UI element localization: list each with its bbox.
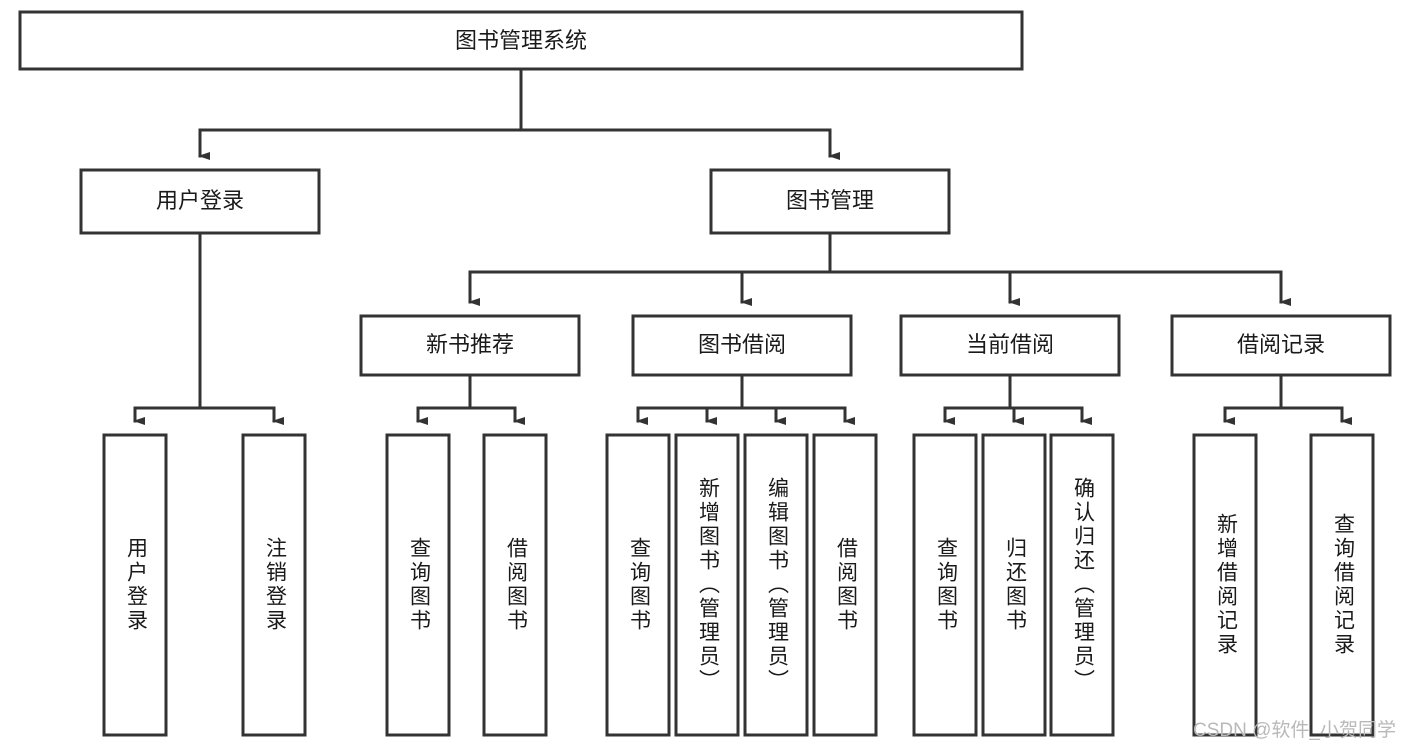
node-new-book-rec-label: 新书推荐 [426, 332, 514, 357]
node-root-label: 图书管理系统 [455, 28, 587, 53]
node-current-borrow-box [899, 314, 1121, 377]
node-root[interactable]: 图书管理系统 [18, 10, 1024, 71]
node-leaf-query-book-current[interactable]: 查询图书 [912, 433, 978, 737]
node-leaf-add-borrow-record-label: 新增借阅记录 [1214, 513, 1238, 657]
node-book-borrow[interactable]: 图书借阅 [631, 314, 853, 377]
node-user-login-box [79, 168, 321, 235]
node-leaf-user-logout[interactable]: 注销登录 [241, 433, 307, 737]
edge-group-book-manage-to-level3 [468, 231, 1291, 306]
node-book-manage-box [709, 168, 951, 235]
node-leaf-return-book-label: 归还图书 [1003, 537, 1027, 633]
node-borrow-record[interactable]: 借阅记录 [1170, 314, 1392, 377]
node-leaf-borrow-book-rec[interactable]: 借阅图书 [482, 433, 548, 737]
node-user-login[interactable]: 用户登录 [79, 168, 321, 235]
node-book-manage[interactable]: 图书管理 [709, 168, 951, 235]
node-leaf-edit-book-admin-label: 编辑图书（管理员） [765, 477, 789, 693]
node-leaf-query-book-current-label: 查询图书 [934, 537, 958, 633]
edge-group-root-to-level2 [198, 67, 840, 160]
node-new-book-rec-box [359, 314, 581, 377]
node-leaf-query-book-current-box [912, 433, 978, 737]
node-leaf-query-borrow-record[interactable]: 查询借阅记录 [1309, 433, 1375, 737]
node-leaf-query-book-rec[interactable]: 查询图书 [385, 433, 451, 737]
node-leaf-user-login-label: 用户登录 [124, 537, 148, 633]
node-leaf-query-book-rec-box [385, 433, 451, 737]
edge-group-book-borrow-to-leaves [636, 373, 855, 425]
node-leaf-user-login-box [102, 433, 168, 737]
node-new-book-rec[interactable]: 新书推荐 [359, 314, 581, 377]
node-book-borrow-box [631, 314, 853, 377]
node-borrow-record-box [1170, 314, 1392, 377]
node-leaf-borrow-book-box [812, 433, 878, 737]
edge-group-borrow-record-to-leaves [1223, 373, 1352, 425]
node-user-login-label: 用户登录 [156, 188, 244, 213]
node-leaf-borrow-book-rec-label: 借阅图书 [504, 537, 528, 633]
node-leaf-confirm-return-admin[interactable]: 确认归还（管理员） [1049, 433, 1115, 737]
node-leaf-add-borrow-record-box [1192, 433, 1258, 737]
node-leaf-borrow-book[interactable]: 借阅图书 [812, 433, 878, 737]
node-book-borrow-label: 图书借阅 [698, 332, 786, 357]
node-leaf-add-book-admin-label: 新增图书（管理员） [696, 477, 720, 693]
edge-group-current-borrow-to-leaves [943, 373, 1092, 425]
node-leaf-return-book[interactable]: 归还图书 [981, 433, 1047, 737]
node-leaf-edit-book-admin[interactable]: 编辑图书（管理员） [743, 433, 809, 737]
node-leaf-add-book-admin[interactable]: 新增图书（管理员） [674, 433, 740, 737]
node-leaf-borrow-book-label: 借阅图书 [834, 537, 858, 633]
node-leaf-return-book-box [981, 433, 1047, 737]
node-current-borrow-label: 当前借阅 [966, 332, 1054, 357]
node-leaf-query-book-borrow-label: 查询图书 [627, 537, 651, 633]
node-current-borrow[interactable]: 当前借阅 [899, 314, 1121, 377]
node-borrow-record-label: 借阅记录 [1237, 332, 1325, 357]
node-leaf-query-borrow-record-label: 查询借阅记录 [1331, 513, 1355, 657]
node-leaf-confirm-return-admin-label: 确认归还（管理员） [1071, 477, 1095, 693]
node-leaf-user-logout-box [241, 433, 307, 737]
node-leaf-query-book-borrow-box [605, 433, 671, 737]
edge-group-new-book-rec-to-leaves [416, 373, 525, 425]
node-leaf-query-borrow-record-box [1309, 433, 1375, 737]
node-leaf-edit-book-admin-box [743, 433, 809, 737]
node-leaf-user-login[interactable]: 用户登录 [102, 433, 168, 737]
node-leaf-query-book-borrow[interactable]: 查询图书 [605, 433, 671, 737]
node-leaf-query-book-rec-label: 查询图书 [407, 537, 431, 633]
node-root-box [18, 10, 1024, 71]
node-leaf-borrow-book-rec-box [482, 433, 548, 737]
node-leaf-user-logout-label: 注销登录 [263, 537, 287, 633]
node-leaf-confirm-return-admin-box [1049, 433, 1115, 737]
edge-group-user-login-to-leaves [133, 231, 284, 425]
node-leaf-add-borrow-record[interactable]: 新增借阅记录 [1192, 433, 1258, 737]
csdn-watermark: CSDN @软件_小贺同学 [1193, 719, 1396, 741]
node-book-manage-label: 图书管理 [786, 188, 874, 213]
node-leaf-add-book-admin-box [674, 433, 740, 737]
